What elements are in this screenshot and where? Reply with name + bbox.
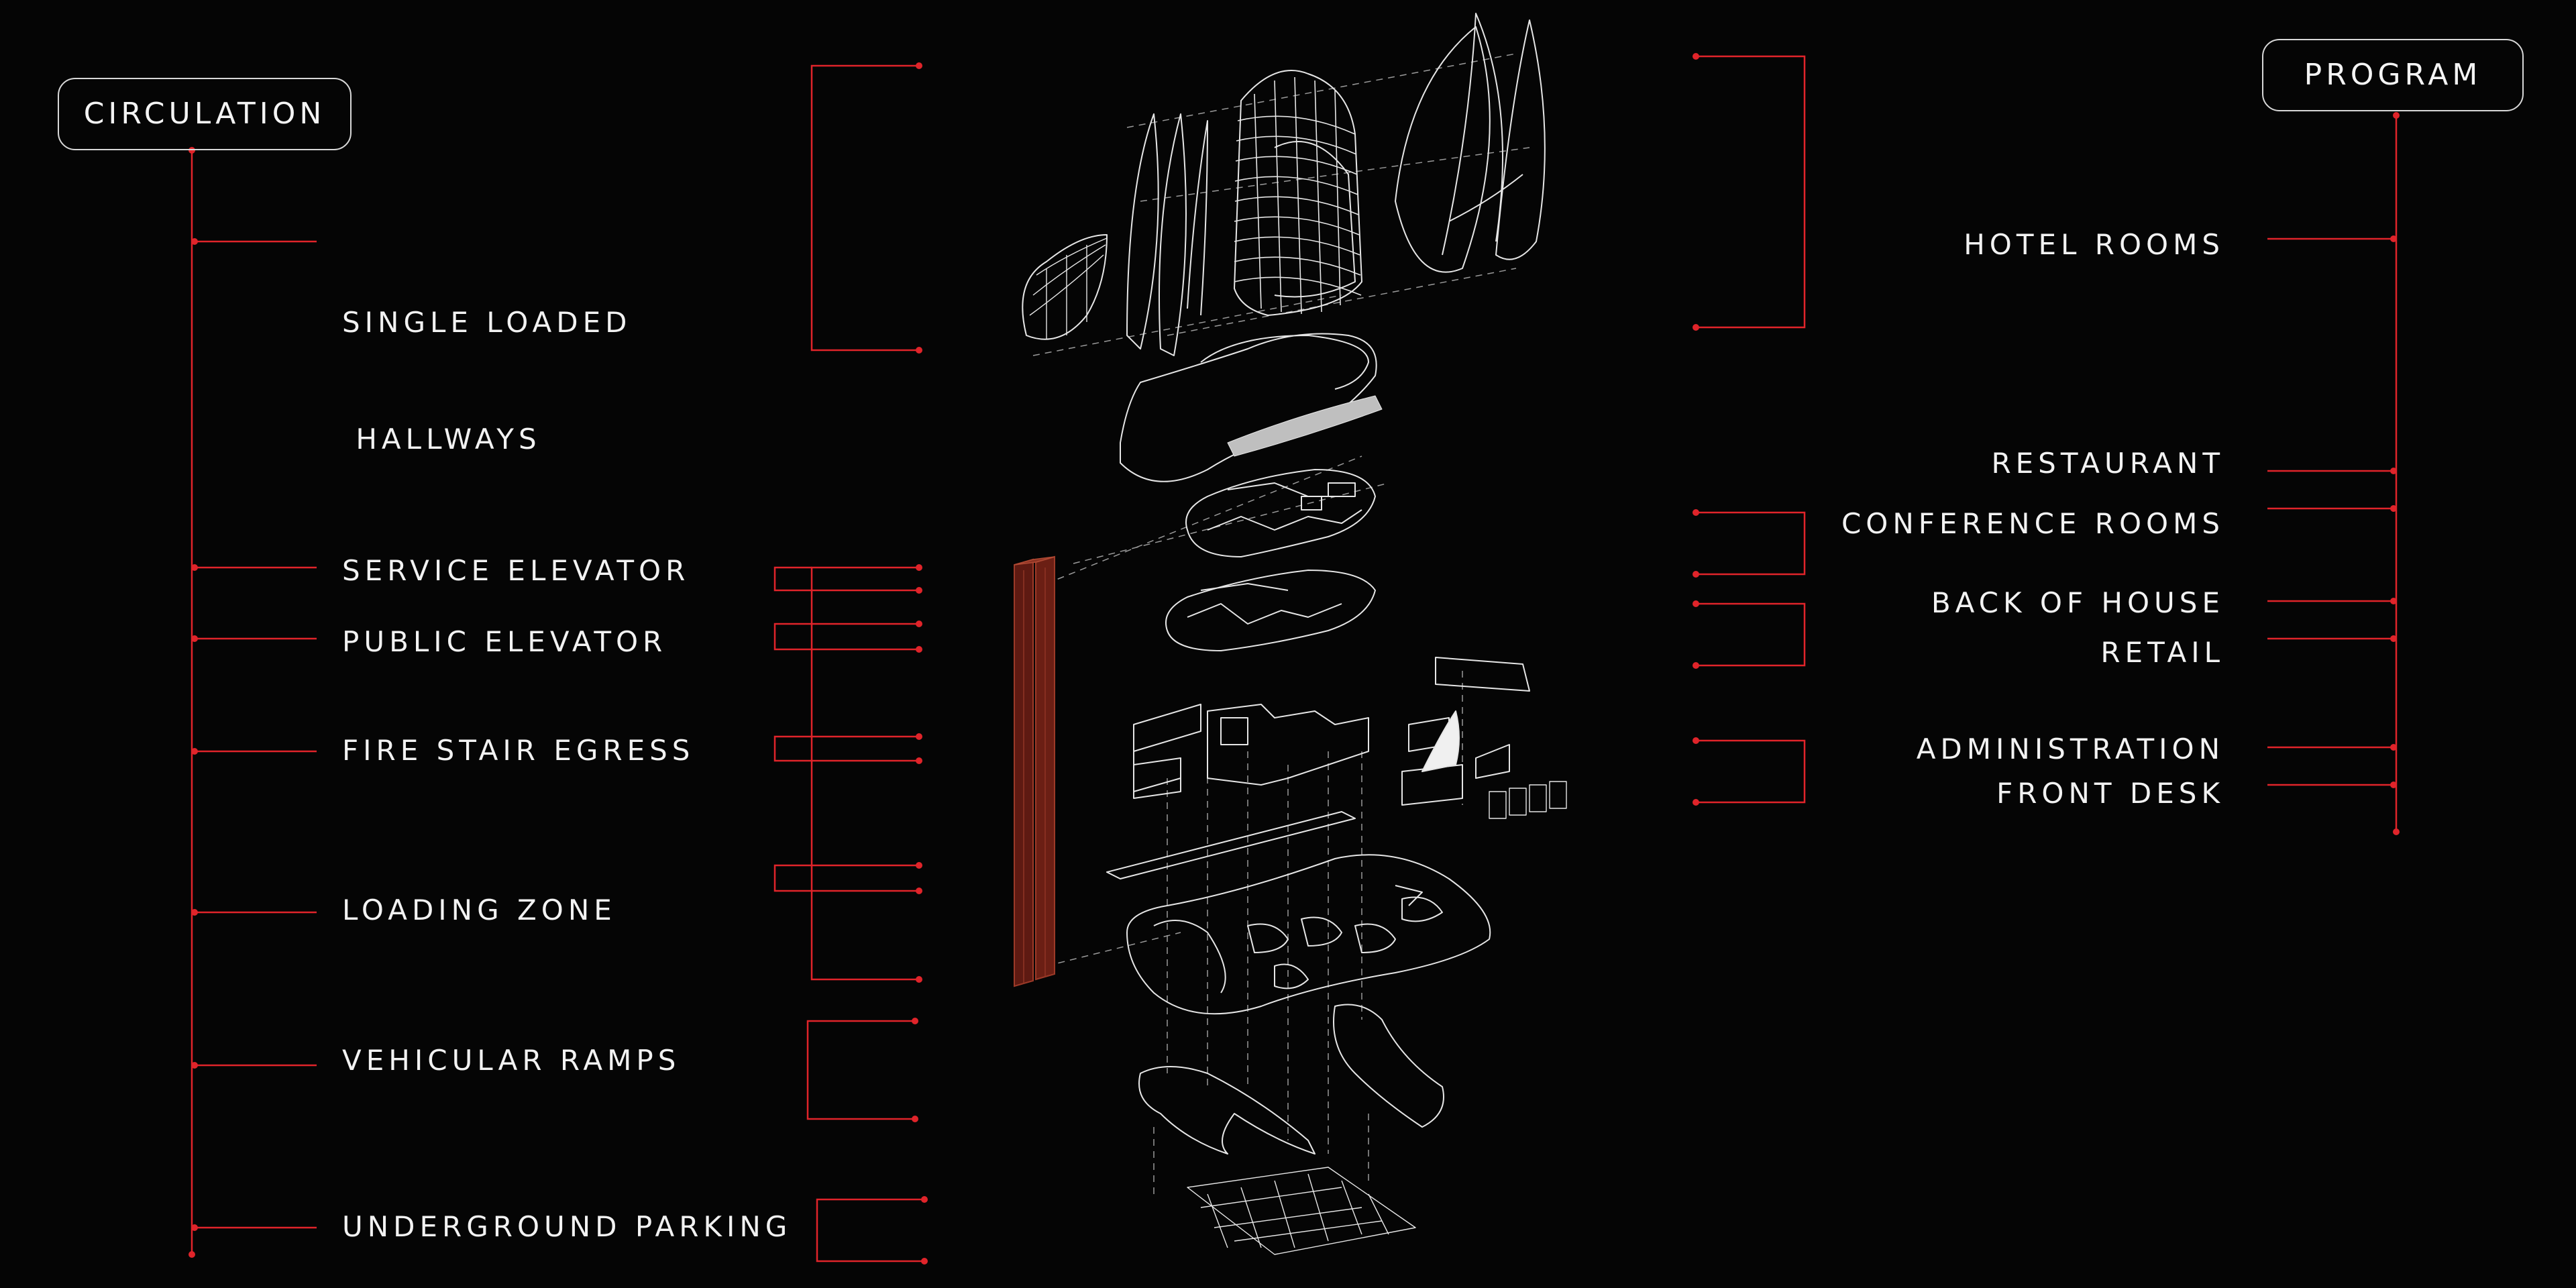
label-loading-zone: LOADING ZONE [342,894,616,926]
circulation-header: CIRCULATION [58,78,352,150]
circulation-core [1014,555,1055,987]
label-public-elevator: PUBLIC ELEVATOR [342,625,667,658]
label-single-loaded-hallways: SINGLE LOADED HALLWAYS [342,225,631,537]
label-single-loaded-hallways-line1: SINGLE LOADED [342,306,632,339]
label-fire-stair-egress: FIRE STAIR EGRESS [342,734,695,767]
label-hotel-rooms: HOTEL ROOMS [1964,228,2224,261]
program-header: PROGRAM [2262,39,2524,111]
label-back-of-house: BACK OF HOUSE [1931,586,2224,619]
label-single-loaded-hallways-line2: HALLWAYS [342,423,541,455]
label-retail: RETAIL [2100,636,2224,669]
label-vehicular-ramps: VEHICULAR RAMPS [342,1044,681,1077]
label-service-elevator: SERVICE ELEVATOR [342,554,690,587]
label-administration: ADMINISTRATION [1916,733,2224,765]
label-underground-parking: UNDERGROUND PARKING [342,1210,792,1243]
label-conference-rooms: CONFERENCE ROOMS [1841,507,2224,540]
label-restaurant: RESTAURANT [1991,447,2224,480]
label-front-desk: FRONT DESK [1996,777,2224,810]
